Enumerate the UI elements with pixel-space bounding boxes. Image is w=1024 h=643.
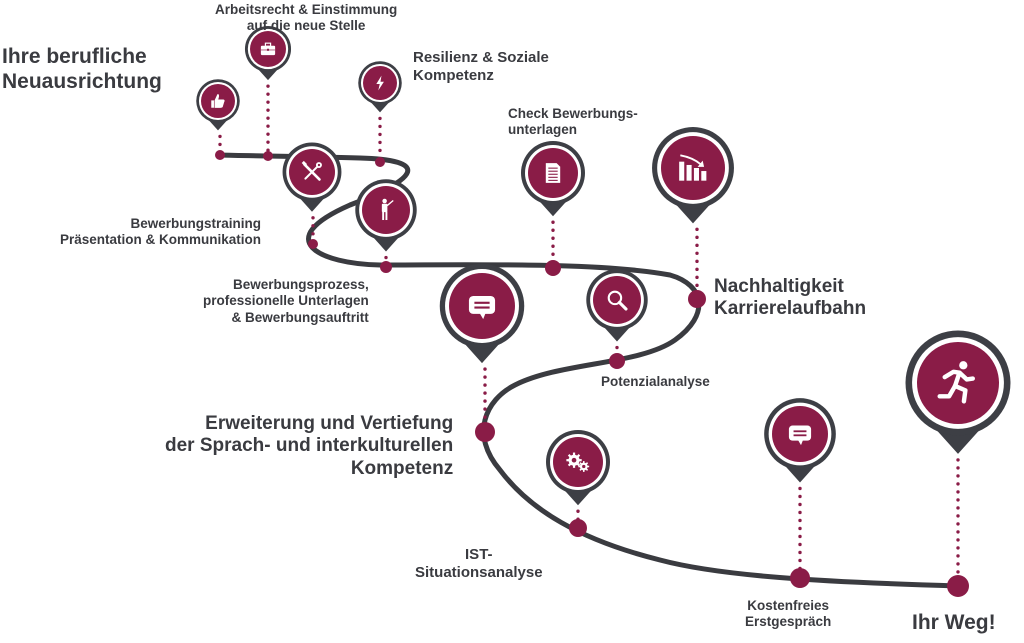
finale-label: Ihr Weg! [912, 611, 996, 634]
step-label-bewerbungstraining: Bewerbungstraining Präsentation & Kommun… [60, 216, 262, 248]
step-connector-bewerbungstraining [311, 216, 315, 236]
tools-icon [301, 160, 322, 181]
step-pin-erstgespraech [764, 398, 836, 483]
step-node-potenzialanalyse [609, 353, 625, 369]
step-connector-erstgespraech [798, 486, 802, 571]
step-node-ist-analyse [569, 519, 587, 537]
magnifier-icon [607, 290, 628, 311]
step-label-erstgespraech: Kostenfreies Erstgespräch [745, 598, 832, 630]
step-label-sprachkompetenz: Erweiterung und Vertiefung der Sprach- u… [165, 413, 454, 479]
step-connector-check-unterlagen [551, 220, 555, 264]
step-label-arbeitsrecht: Arbeitsrecht & Einstimmung auf die neue … [215, 2, 398, 34]
step-node-erstgespraech [790, 568, 810, 588]
step-pin-ist-analyse [546, 430, 610, 506]
document-icon [545, 163, 561, 183]
step-pin-nachhaltigkeit [652, 127, 734, 224]
step-node-arbeitsrecht [263, 151, 273, 161]
step-label-bewerbungsprozess: Bewerbungsprozess, professionelle Unterl… [203, 277, 369, 325]
step-pin-potenzialanalyse [586, 269, 648, 342]
step-label-resilienz: Resilienz & Soziale Kompetenz [413, 49, 549, 85]
step-pin-bewerbungstraining [282, 142, 342, 212]
step-pin-arbeitsrecht [244, 25, 292, 81]
step-node-check-unterlagen [545, 260, 561, 276]
start-connector [956, 458, 960, 582]
career-road-line [217, 152, 961, 589]
page-title: Ihre berufliche Neuausrichtung [2, 45, 162, 94]
step-node-nachhaltigkeit [688, 290, 706, 308]
step-connector-arbeitsrecht [266, 84, 270, 152]
start-pin [905, 330, 1011, 454]
thumbs-up-icon [211, 94, 225, 108]
step-node-bewerbungsprozess [380, 261, 392, 273]
speech-bubble-icon [788, 425, 812, 446]
step-label-ist-analyse: IST- Situationsanalyse [415, 546, 543, 582]
step-pin-bewerbungsprozess [355, 179, 417, 252]
step-node-thumbs-up [215, 150, 225, 160]
presenter-icon [381, 198, 394, 221]
step-label-check-unterlagen: Check Bewerbungs- unterlagen [508, 106, 638, 138]
step-pin-thumbs-up [196, 79, 240, 131]
chat-bubble-icon [468, 296, 496, 320]
step-pin-sprachkompetenz [439, 263, 525, 364]
runner-icon [937, 361, 975, 404]
step-label-potenzialanalyse: Potenzialanalyse [601, 374, 710, 389]
briefcase-icon [260, 42, 276, 56]
step-connector-resilienz [378, 116, 382, 153]
step-connector-sprachkompetenz [483, 367, 487, 427]
step-node-bewerbungstraining [308, 239, 318, 249]
step-pin-resilienz [358, 61, 402, 113]
step-node-sprachkompetenz [475, 422, 495, 442]
step-label-nachhaltigkeit: Nachhaltigkeit Karrierelaufbahn [714, 276, 867, 320]
step-node-resilienz [375, 157, 385, 167]
step-connector-bewerbungsprozess [384, 255, 388, 260]
step-connector-nachhaltigkeit [695, 227, 699, 296]
pins-layer [196, 25, 1011, 506]
lightning-icon [376, 75, 384, 91]
dots-layer [215, 84, 969, 597]
start-node [947, 575, 969, 597]
step-connector-thumbs-up [218, 134, 222, 147]
step-pin-check-unterlagen [521, 141, 585, 217]
gears-icon [566, 452, 590, 472]
growth-chart-icon [679, 154, 707, 181]
